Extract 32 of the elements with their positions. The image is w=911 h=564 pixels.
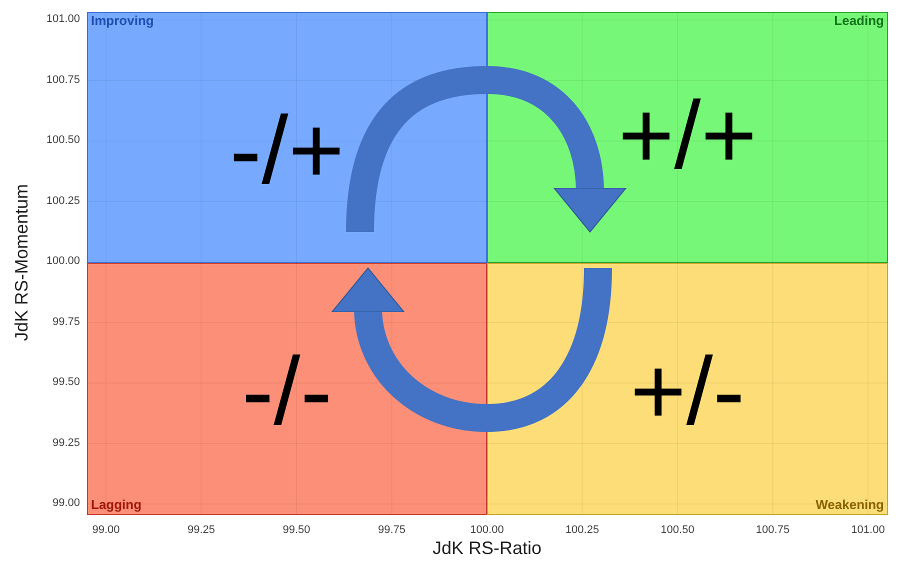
x-tick-label: 100.50 — [660, 524, 696, 536]
y-tick-label: 99.25 — [52, 436, 80, 448]
quadrant-area — [87, 263, 487, 515]
y-tick-label: 101.00 — [46, 13, 80, 25]
y-axis-title: JdK RS-Momentum — [12, 182, 32, 342]
quadrant-area — [487, 12, 888, 263]
quadrant-name: Leading — [834, 13, 884, 28]
quadrant-name: Weakening — [816, 497, 884, 512]
x-axis-title: JdK RS-Ratio — [431, 538, 543, 559]
x-tick-label: 99.75 — [376, 524, 407, 536]
sign-pattern: +/- — [629, 344, 746, 440]
quadrant-area — [87, 12, 487, 263]
y-tick-label: 99.50 — [52, 376, 80, 388]
y-tick-label: 100.25 — [46, 194, 80, 206]
x-tick-label: 100.75 — [754, 524, 791, 536]
x-tick-label: 100.00 — [469, 524, 505, 536]
quadrant-area — [487, 263, 888, 515]
x-tick-label: 99.25 — [186, 524, 216, 536]
x-tick-label: 100.25 — [564, 524, 600, 536]
quadrant-name: Improving — [91, 13, 154, 28]
y-tick-label: 100.50 — [46, 134, 80, 146]
y-tick-label: 99.00 — [52, 497, 80, 509]
quadrant-name: Lagging — [91, 497, 142, 512]
sign-pattern: -/+ — [228, 103, 346, 199]
x-tick-label: 99.00 — [91, 524, 121, 536]
y-tick-label: 100.75 — [46, 74, 80, 86]
y-tick-label: 100.00 — [46, 255, 80, 267]
sign-pattern: -/- — [240, 344, 334, 440]
y-tick-label: 99.75 — [52, 316, 80, 328]
x-tick-label: 101.00 — [850, 524, 886, 536]
x-tick-label: 99.50 — [282, 524, 312, 536]
sign-pattern: +/+ — [617, 88, 758, 184]
